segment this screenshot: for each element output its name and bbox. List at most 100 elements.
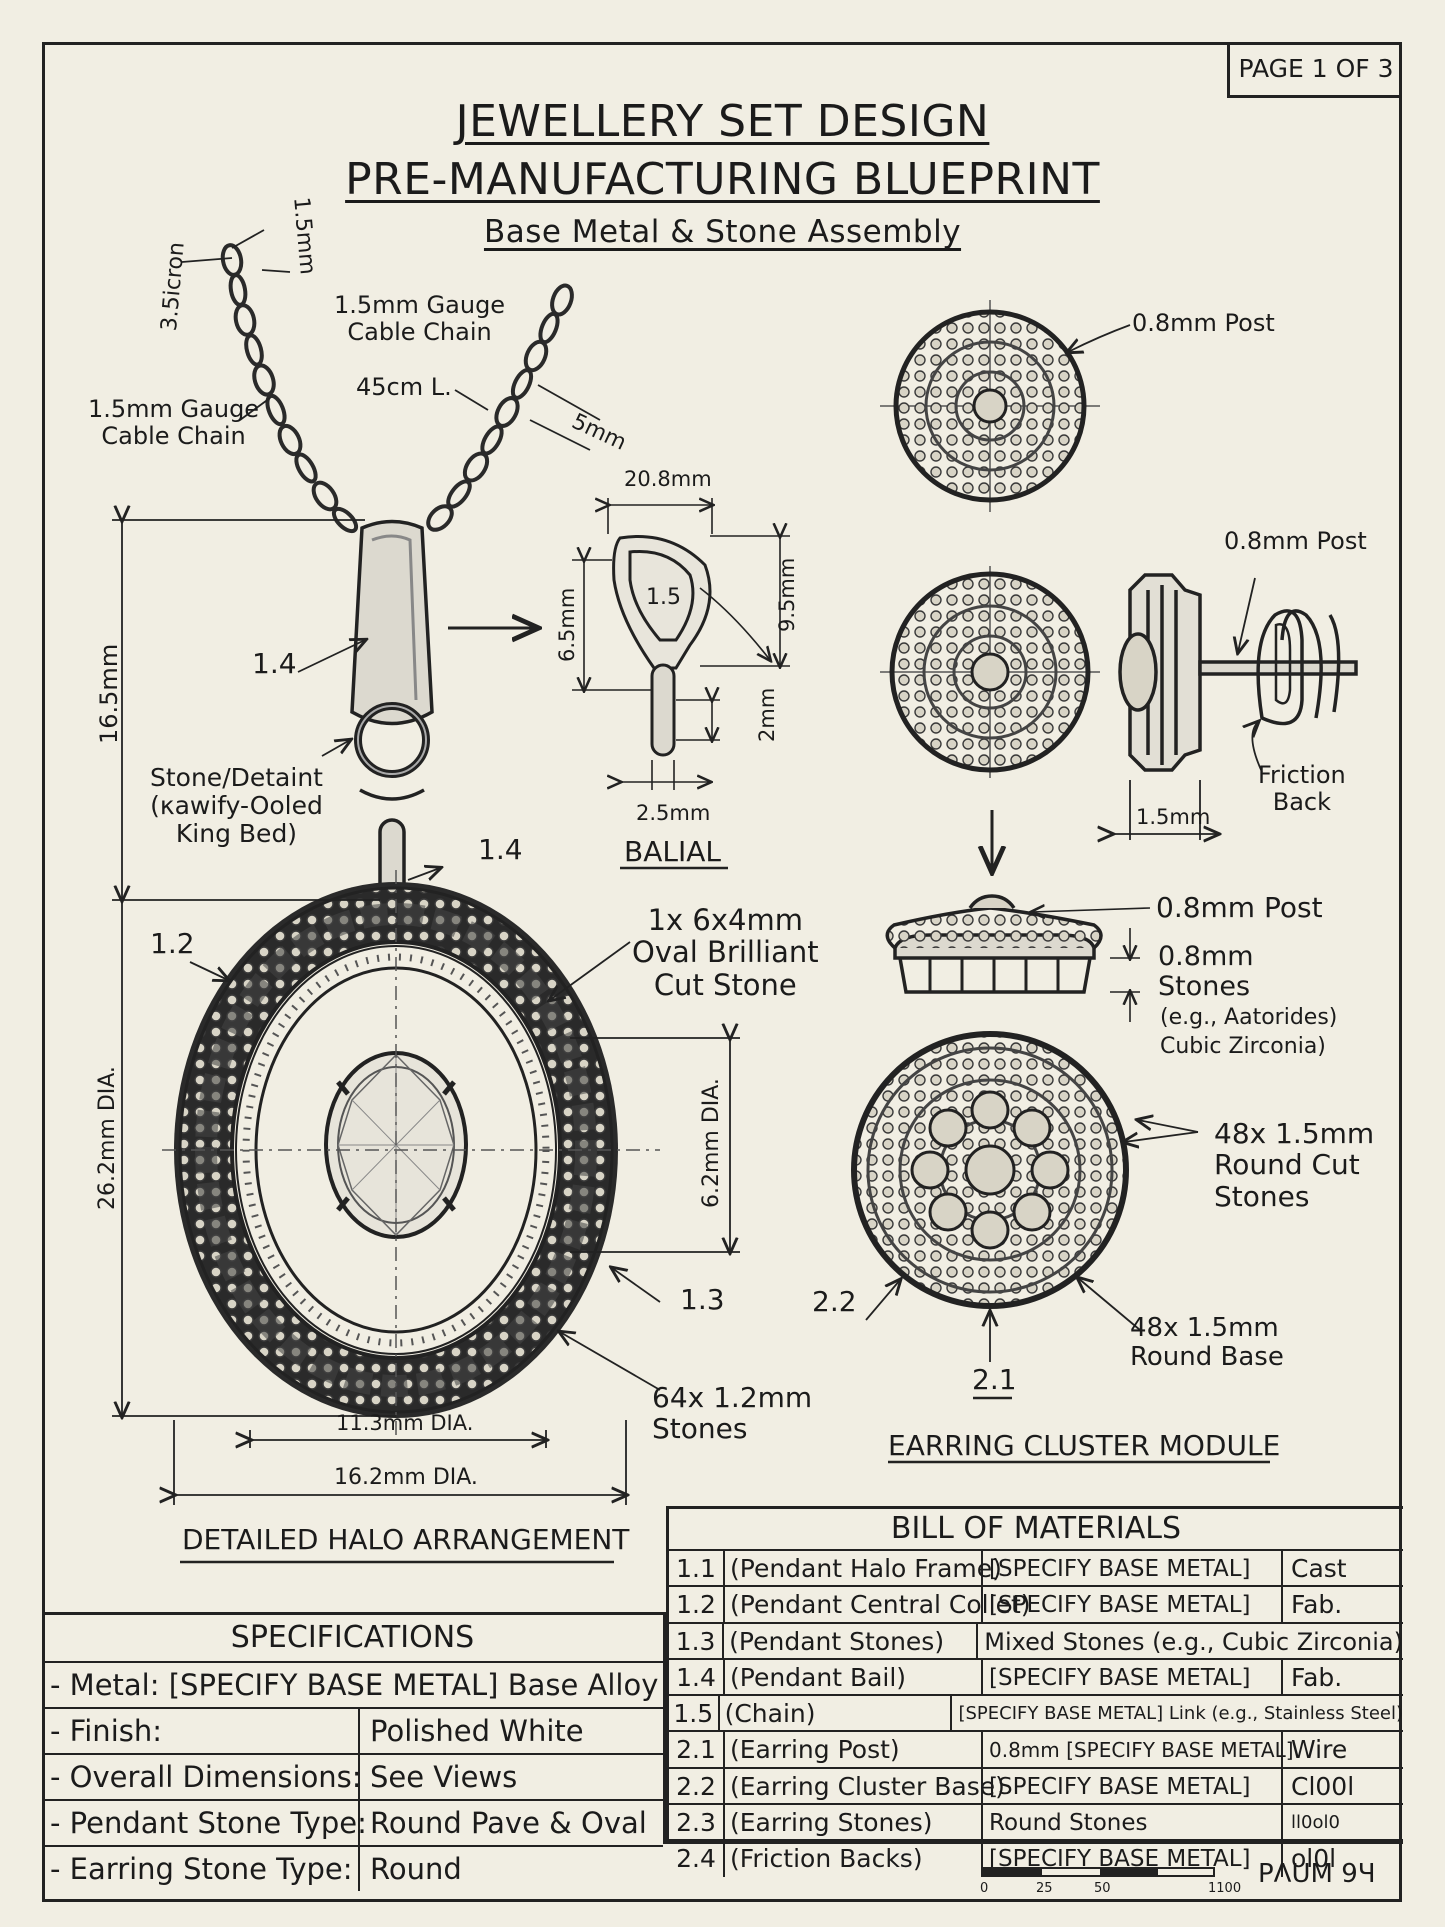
spec-row: - Finish: Polished White [42, 1709, 663, 1755]
callout-2-2: 2.2 [812, 1285, 857, 1318]
label-round-cut: 48x 1.5mm Round Cut Stones [1214, 1117, 1375, 1213]
spec-value: Polished White [370, 1714, 584, 1748]
label-dim-11-3: 11.3mm DIA. [336, 1411, 474, 1435]
bom-process: Cl00l [1291, 1771, 1355, 1801]
spec-key: - Pendant Stone Type: [42, 1801, 367, 1845]
bom-process: Cast [1291, 1554, 1347, 1583]
bom-row: 2.1 (Earring Post) 0.8mm [SPECIFY BASE M… [669, 1732, 1403, 1769]
callout-1-2: 1.2 [150, 927, 195, 960]
bom-id: 1.2 [669, 1587, 725, 1622]
specifications-table: SPECIFICATIONS - Metal: [SPECIFY BASE ME… [42, 1612, 666, 1891]
bail-dim-6-5: 6.5mm [555, 587, 579, 662]
label-dim-6-2: 6.2mm DIA. [699, 1078, 724, 1208]
earring-front-view [880, 566, 1100, 778]
bom-material: [SPECIFY BASE METAL] [983, 1551, 1283, 1586]
specifications-heading: SPECIFICATIONS [42, 1615, 663, 1663]
chain-right [426, 283, 574, 532]
halo-caption: DETAILED HALO ARRANGEMENT [182, 1523, 630, 1556]
bom-material: [SPECIFY BASE METAL] Link (e.g., Stainle… [958, 1703, 1403, 1724]
bom-process: Fab. [1291, 1662, 1343, 1692]
scale-tick-25: 25 [1036, 1881, 1053, 1896]
bom-row: 1.5 (Chain) [SPECIFY BASE METAL] Link (e… [669, 1696, 1403, 1733]
bail-caption: BALIAL [624, 835, 721, 868]
bom-process: ll0ol0 [1291, 1811, 1340, 1833]
earring-caption: EARRING CLUSTER MODULE [888, 1429, 1281, 1462]
spec-value: See Views [370, 1760, 518, 1794]
label-post-profile: 0.8mm Post [1156, 891, 1323, 924]
title-line-2: PRE-MANUFACTURING BLUEPRINT [345, 154, 1100, 205]
callout-1-3: 1.3 [680, 1283, 725, 1316]
bom-id: 1.1 [669, 1551, 725, 1586]
callout-1-4-mid: 1.4 [478, 833, 523, 866]
bom-id: 2.1 [669, 1732, 725, 1767]
scale-label: PΛUM 9Ч [1258, 1859, 1376, 1889]
label-dim-1-5-side: 1.5mm [1136, 805, 1211, 829]
bill-of-materials-table: BILL OF MATERIALS 1.1 (Pendant Halo Fram… [666, 1506, 1403, 1878]
spec-row-metal: - Metal: [SPECIFY BASE METAL] Base Alloy [42, 1663, 663, 1709]
bom-row: 1.3 (Pendant Stones) Mixed Stones (e.g.,… [669, 1623, 1403, 1660]
bom-material: [SPECIFY BASE METAL] [983, 1659, 1283, 1694]
label-center-stone: 1x 6x4mm Oval Brilliant Cut Stone [632, 903, 819, 1002]
pendant-dimensions [112, 229, 740, 1505]
bail-dim-1-5: 1.5 [646, 585, 681, 610]
bom-process: Wire [1291, 1735, 1348, 1765]
bom-row: 1.1 (Pendant Halo Frame) [SPECIFY BASE M… [669, 1551, 1403, 1588]
bom-row: 2.3 (Earring Stones) Round Stones ll0ol0 [669, 1804, 1403, 1841]
pendant-bail [350, 519, 434, 912]
scale-tick-50: 50 [1094, 1881, 1111, 1896]
bom-part: (Earring Stones) [725, 1804, 983, 1839]
bom-material: 0.8mm [SPECIFY BASE METAL] [983, 1732, 1294, 1767]
label-stones-profile-sub: (e.g., Aatorides) Cubic Zirconia) [1160, 1005, 1338, 1059]
bom-material: [SPECIFY BASE METAL] [983, 1587, 1283, 1622]
bom-part: (Pendant Bail) [725, 1659, 983, 1694]
callout-1-4-top: 1.4 [252, 647, 297, 680]
spec-row: - Pendant Stone Type: Round Pave & Oval [42, 1801, 663, 1847]
bom-part: (Chain) [720, 1696, 953, 1731]
spec-key: - Earring Stone Type: [42, 1847, 360, 1891]
bom-id: 2.3 [669, 1804, 725, 1839]
bom-id: 1.4 [669, 1659, 725, 1694]
drawing-border [42, 42, 1402, 1902]
label-dim-16-5: 16.5mm [95, 643, 123, 744]
earring-cluster-large [851, 1031, 1199, 1362]
spec-value: Round [370, 1852, 462, 1886]
scale-tick-100: 1100 [1208, 1881, 1242, 1896]
label-dim-16-2: 16.2mm DIA. [334, 1465, 478, 1490]
bom-id: 1.5 [669, 1696, 720, 1731]
label-stone-detaint: Stone/Detaint (κawify-Ooled King Bed) [150, 763, 323, 848]
title-line-1: JEWELLERY SET DESIGN [455, 96, 990, 147]
label-round-base: 48x 1.5mm Round Base [1130, 1313, 1284, 1373]
earring-side-view [1112, 573, 1358, 840]
spec-metal: - Metal: [SPECIFY BASE METAL] Base Alloy [50, 1668, 659, 1702]
bail-detail [572, 498, 790, 790]
bom-material: Round Stones [983, 1804, 1283, 1839]
spec-key: - Overall Dimensions: [42, 1755, 362, 1799]
label-post-side: 0.8mm Post [1224, 527, 1367, 555]
bom-id: 1.3 [669, 1623, 725, 1658]
bom-id: 2.4 [669, 1841, 725, 1878]
bom-material: Mixed Stones (e.g., Cubic Zirconia) [984, 1627, 1403, 1656]
spec-key: - Finish: [42, 1709, 360, 1753]
spec-row: - Earring Stone Type: Round [42, 1847, 663, 1891]
bom-part: (Friction Backs) [725, 1841, 983, 1878]
label-halo-stones: 64x 1.2mm Stones [652, 1381, 813, 1446]
label-friction-back: Friction Back [1258, 761, 1346, 816]
scale-bar-graphic [983, 1867, 1215, 1877]
bom-process: Fab. [1291, 1590, 1343, 1620]
spec-value: Round Pave & Oval [370, 1806, 647, 1840]
bail-dim-2-5: 2.5mm [636, 801, 711, 825]
label-chain-gauge-top: 1.5mm Gauge Cable Chain [334, 291, 506, 346]
callout-2-1: 2.1 [972, 1363, 1017, 1396]
bail-dim-9-5: 9.5mm [775, 557, 799, 632]
label-post-top: 0.8mm Post [1132, 309, 1275, 337]
bail-dim-2mm: 2mm [755, 687, 779, 742]
bom-part: (Pendant Stones) [724, 1623, 979, 1658]
bom-row: 1.2 (Pendant Central Collet) [SPECIFY BA… [669, 1587, 1403, 1624]
scale-bar: 0 25 50 1100 PΛUM 9Ч [980, 1859, 1376, 1904]
bail-dim-20-8: 20.8mm [624, 467, 712, 491]
earring-profile-view [885, 894, 1151, 1022]
bom-part: (Pendant Halo Frame) [725, 1551, 1002, 1586]
bom-heading: BILL OF MATERIALS [669, 1509, 1403, 1551]
scale-tick-0: 0 [980, 1881, 989, 1896]
